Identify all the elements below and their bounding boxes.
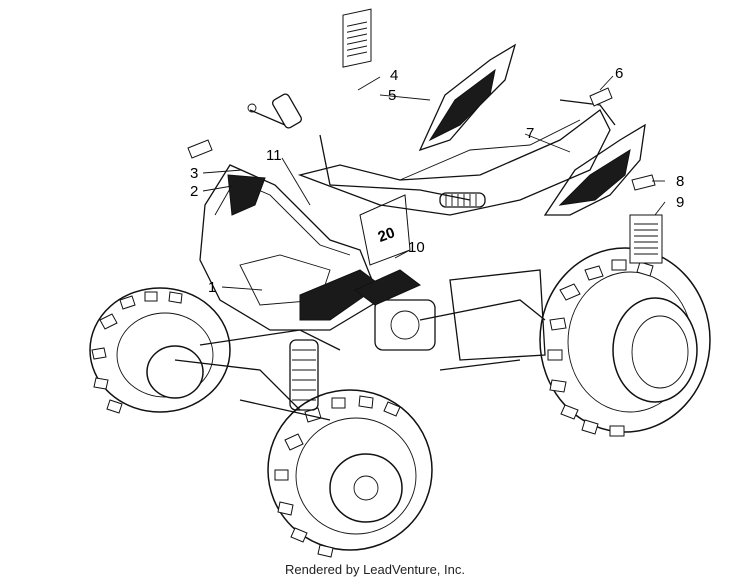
frame-suspension — [174, 269, 546, 421]
warning-label-9 — [629, 214, 663, 264]
leader-lines — [202, 75, 666, 291]
front-left-wheel — [89, 287, 231, 414]
callout-4: 4 — [390, 67, 398, 84]
callout-2: 2 — [190, 183, 198, 200]
callout-5: 5 — [388, 87, 396, 104]
footer-credit: Rendered by LeadVenture, Inc. — [285, 562, 465, 577]
callout-10: 10 — [408, 239, 425, 256]
handlebar-assembly — [247, 93, 486, 208]
atv-body: 20 — [199, 43, 646, 331]
callout-11: 11 — [266, 147, 282, 164]
callout-6: 6 — [615, 65, 623, 82]
loose-decals — [187, 8, 663, 264]
callout-8: 8 — [676, 173, 684, 190]
warning-label-4 — [342, 8, 372, 68]
decal-number: 20 — [376, 224, 397, 246]
callout-7: 7 — [526, 125, 534, 142]
callout-1: 1 — [208, 279, 216, 296]
callout-3: 3 — [190, 165, 198, 182]
front-right-wheel — [267, 389, 433, 558]
callout-numbers: 1 2 3 4 5 6 7 8 9 10 11 — [190, 65, 684, 296]
callout-9: 9 — [676, 194, 684, 211]
rear-right-wheel — [539, 247, 711, 437]
